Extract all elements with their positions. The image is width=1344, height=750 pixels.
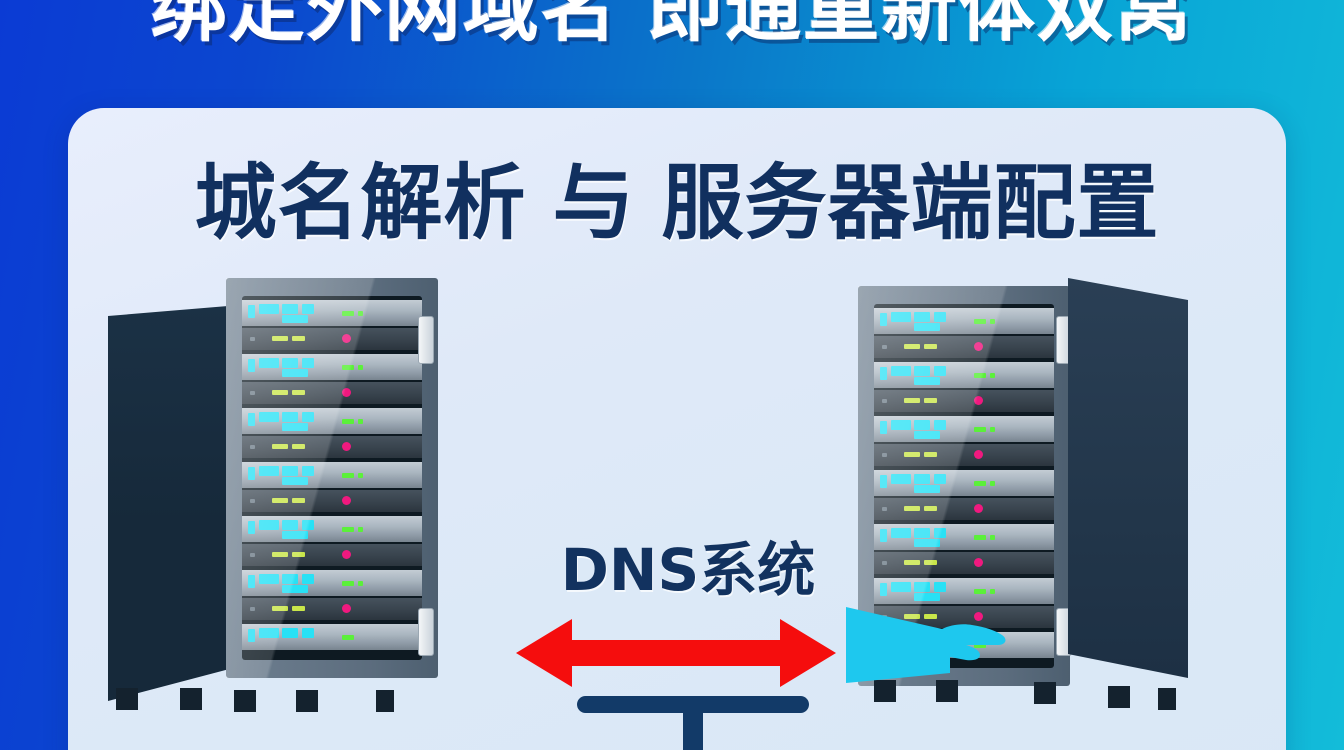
rack-unit-light	[242, 462, 422, 488]
rack-unit-light	[242, 300, 422, 326]
rack-unit-light	[242, 408, 422, 434]
rack-left-side-panel	[108, 306, 228, 701]
rack-unit-light	[874, 578, 1054, 604]
rack-left-door-handle[interactable]	[418, 316, 434, 364]
banner-headline: 绑定外网域名 即通重新体双窝	[0, 0, 1344, 60]
content-card: 城名解析与服务器端配置	[68, 108, 1286, 750]
rack-unit-slot	[242, 436, 422, 458]
rack-unit-light	[242, 516, 422, 542]
rack-unit-slot	[874, 444, 1054, 466]
rack-unit-slot	[242, 490, 422, 512]
navy-down-arrow-icon	[577, 696, 809, 750]
rack-right-side-panel	[1068, 278, 1188, 678]
cyan-hand-cursor-icon	[846, 607, 1006, 683]
page-title-right: 服务器端配置	[661, 156, 1160, 251]
banner-headline-text: 绑定外网域名 即通重新体双窝	[150, 0, 1194, 52]
dns-system-label: DNS系统	[560, 536, 816, 604]
rack-unit-light	[874, 470, 1054, 496]
rack-unit-slot	[242, 598, 422, 620]
server-rack-left	[108, 278, 438, 712]
rack-left-body	[226, 278, 438, 678]
rack-unit-slot	[874, 498, 1054, 520]
rack-unit-light	[242, 624, 422, 650]
page-title: 城名解析与服务器端配置	[68, 136, 1286, 255]
rack-left-door-handle-lower[interactable]	[418, 608, 434, 656]
rack-left-feet	[108, 688, 438, 712]
rack-unit-slot	[874, 552, 1054, 574]
rack-right-feet	[858, 678, 1188, 710]
rack-unit-light	[874, 308, 1054, 334]
rack-left-bezel	[242, 296, 422, 660]
rack-unit-slot	[874, 390, 1054, 412]
rack-unit-light	[242, 354, 422, 380]
rack-unit-light	[874, 524, 1054, 550]
rack-unit-slot	[874, 336, 1054, 358]
red-double-arrow-icon	[516, 619, 836, 687]
rack-unit-light	[874, 416, 1054, 442]
rack-unit-slot	[242, 544, 422, 566]
rack-unit-slot	[242, 382, 422, 404]
rack-unit-light	[242, 570, 422, 596]
page-title-left: 城名解析	[194, 156, 527, 251]
page-title-conjunction: 与	[552, 156, 636, 251]
rack-unit-light	[874, 362, 1054, 388]
rack-unit-slot	[242, 328, 422, 350]
